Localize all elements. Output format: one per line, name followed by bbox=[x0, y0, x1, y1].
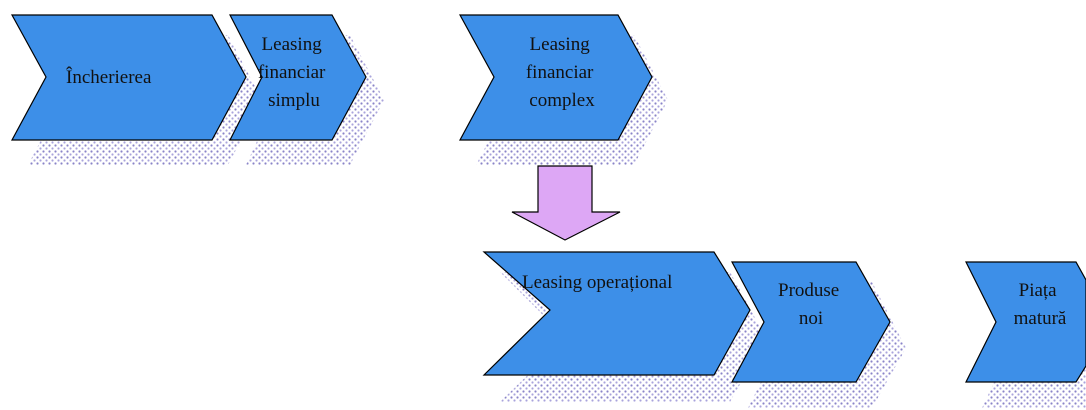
label-line-1: Leasing bbox=[262, 34, 323, 55]
chevron-leasing-financiar-complex: Leasing financiar complex bbox=[458, 14, 668, 165]
label-line-2: financiar bbox=[258, 62, 326, 83]
chevron-leasing-financiar-complex-shape bbox=[458, 14, 653, 141]
chevron-incheierea-shape bbox=[10, 14, 247, 141]
chevron-leasing-operational: Leasing operațional bbox=[482, 251, 766, 402]
label-produse-noi: Produse noi bbox=[778, 280, 844, 329]
label-piata-matura: Piața matură bbox=[1014, 280, 1067, 329]
chevron-leasing-operational-shape bbox=[482, 251, 751, 376]
label-line-2: matură bbox=[1014, 308, 1067, 329]
down-arrow-icon bbox=[511, 165, 621, 241]
chevron-piata-matura-shape bbox=[965, 261, 1086, 383]
label-line-2: financiar bbox=[526, 62, 594, 83]
chevron-leasing-financiar-simplu: Leasing financiar simplu bbox=[229, 14, 384, 165]
chevron-produse-noi: Produse noi bbox=[731, 261, 906, 408]
label-line-3: complex bbox=[529, 90, 595, 111]
label-line-3: simplu bbox=[268, 90, 320, 111]
label-line-1: Produse bbox=[778, 280, 839, 301]
label-line-2: noi bbox=[799, 308, 823, 329]
label-line-1: Piața bbox=[1019, 280, 1058, 301]
chevron-leasing-financiar-simplu-shape bbox=[229, 14, 367, 141]
chevron-piata-matura: Piața matură bbox=[965, 261, 1086, 408]
label-leasing-financiar-complex: Leasing financiar complex bbox=[526, 34, 598, 111]
label-leasing-operational: Leasing operațional bbox=[522, 272, 672, 293]
chevron-incheierea: Încherierea bbox=[10, 14, 262, 165]
label-leasing-financiar-simplu: Leasing financiar simplu bbox=[258, 34, 330, 111]
label-incheierea: Încherierea bbox=[66, 66, 152, 88]
chevron-produse-noi-shape bbox=[731, 261, 891, 383]
label-line-1: Leasing bbox=[530, 34, 591, 55]
